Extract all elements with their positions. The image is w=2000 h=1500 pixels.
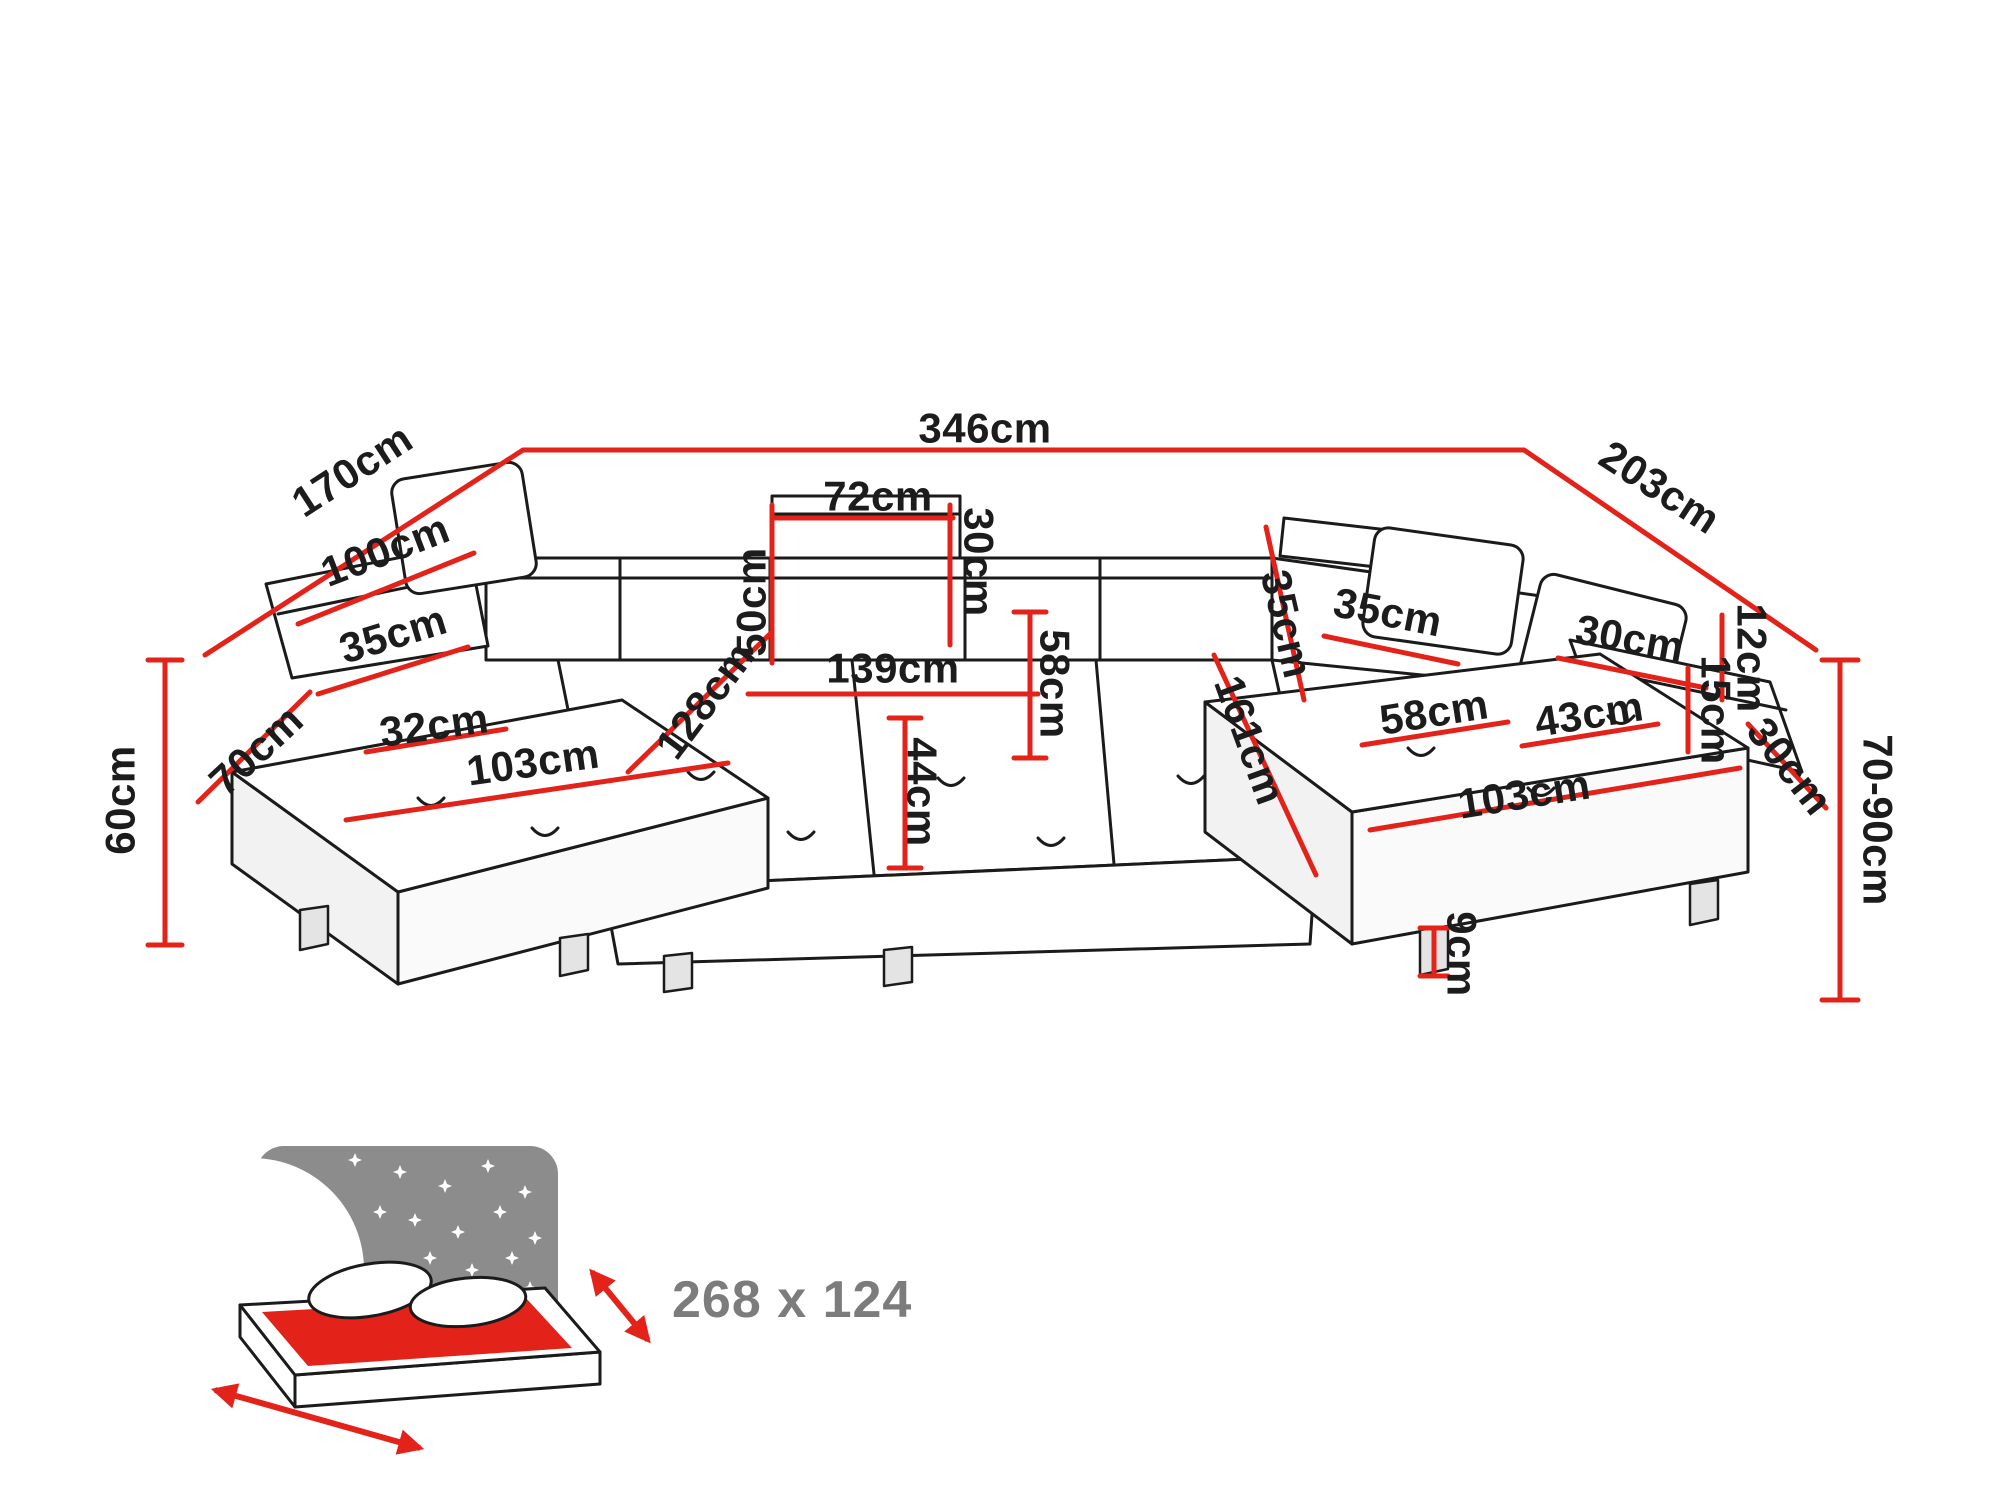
dim-line-left-corner-depth bbox=[195, 689, 313, 805]
label-headrest-height: 30cm bbox=[956, 507, 1003, 616]
leg bbox=[882, 945, 914, 988]
dim-line-right-chaise-width bbox=[1367, 765, 1743, 833]
leg bbox=[298, 904, 330, 952]
bed-pillow-1 bbox=[307, 1260, 433, 1320]
dim-line-left-corner-width bbox=[363, 726, 509, 755]
right-chaise-top bbox=[1203, 652, 1750, 814]
dim-line-left-armrest-height bbox=[315, 644, 471, 697]
label-center-seat-depth: 58cm bbox=[1032, 629, 1079, 738]
right-pillow-1 bbox=[1361, 526, 1525, 656]
sleeping-function-icon bbox=[140, 1146, 651, 1455]
label-headrest-width: 72cm bbox=[823, 473, 932, 520]
sleeping-area-label: 268 x 124 bbox=[672, 1271, 912, 1329]
dim-line-right-arm-width bbox=[1745, 721, 1829, 811]
dim-line-left-chaise-width bbox=[343, 760, 731, 823]
label-center-seat-length: 139cm bbox=[826, 645, 959, 692]
label-right-depth: 203cm bbox=[1591, 431, 1728, 543]
label-overall-height: 70-90cm bbox=[1855, 734, 1902, 906]
leg bbox=[662, 951, 694, 994]
bed-pillow-2 bbox=[408, 1275, 528, 1329]
dim-line-left-armrest-length bbox=[295, 550, 477, 627]
label-backrest-height: 50cm bbox=[728, 547, 775, 656]
label-right-arm-height: 15cm bbox=[1693, 655, 1740, 764]
label-leg-height: 9cm bbox=[1439, 911, 1486, 997]
center-seat-skirt bbox=[602, 854, 1318, 966]
dim-line-right-back-depth bbox=[1555, 655, 1709, 691]
leg bbox=[1688, 878, 1720, 927]
bed-arrow-width bbox=[589, 1268, 651, 1344]
center-seat-seam-2 bbox=[1094, 658, 1116, 866]
dim-line-right-chaise-length bbox=[1211, 652, 1319, 878]
label-left-height: 60cm bbox=[97, 745, 144, 854]
dim-line-left-chaise-length bbox=[625, 629, 775, 775]
label-right-arm-edge: 12cm bbox=[1729, 603, 1776, 712]
leg bbox=[558, 932, 590, 978]
bed-arrow-depth bbox=[210, 1383, 425, 1455]
dim-line-right-headrest-side bbox=[1263, 524, 1307, 703]
bed-dimension-arrows bbox=[210, 1268, 651, 1455]
tuft-marks bbox=[416, 714, 1636, 847]
label-seat-height: 44cm bbox=[899, 737, 946, 846]
dim-line-right-arm-length bbox=[1519, 721, 1661, 749]
label-right-arm-width: 30cm bbox=[1738, 708, 1842, 823]
dim-line-right-seat-width bbox=[1359, 719, 1511, 748]
dimension-lines bbox=[145, 447, 1861, 1003]
left-pillow bbox=[390, 460, 538, 596]
dim-line-perimeter bbox=[202, 447, 1819, 658]
label-total-back-width: 346cm bbox=[918, 405, 1051, 452]
dim-line-right-headrest-top bbox=[1321, 633, 1461, 667]
